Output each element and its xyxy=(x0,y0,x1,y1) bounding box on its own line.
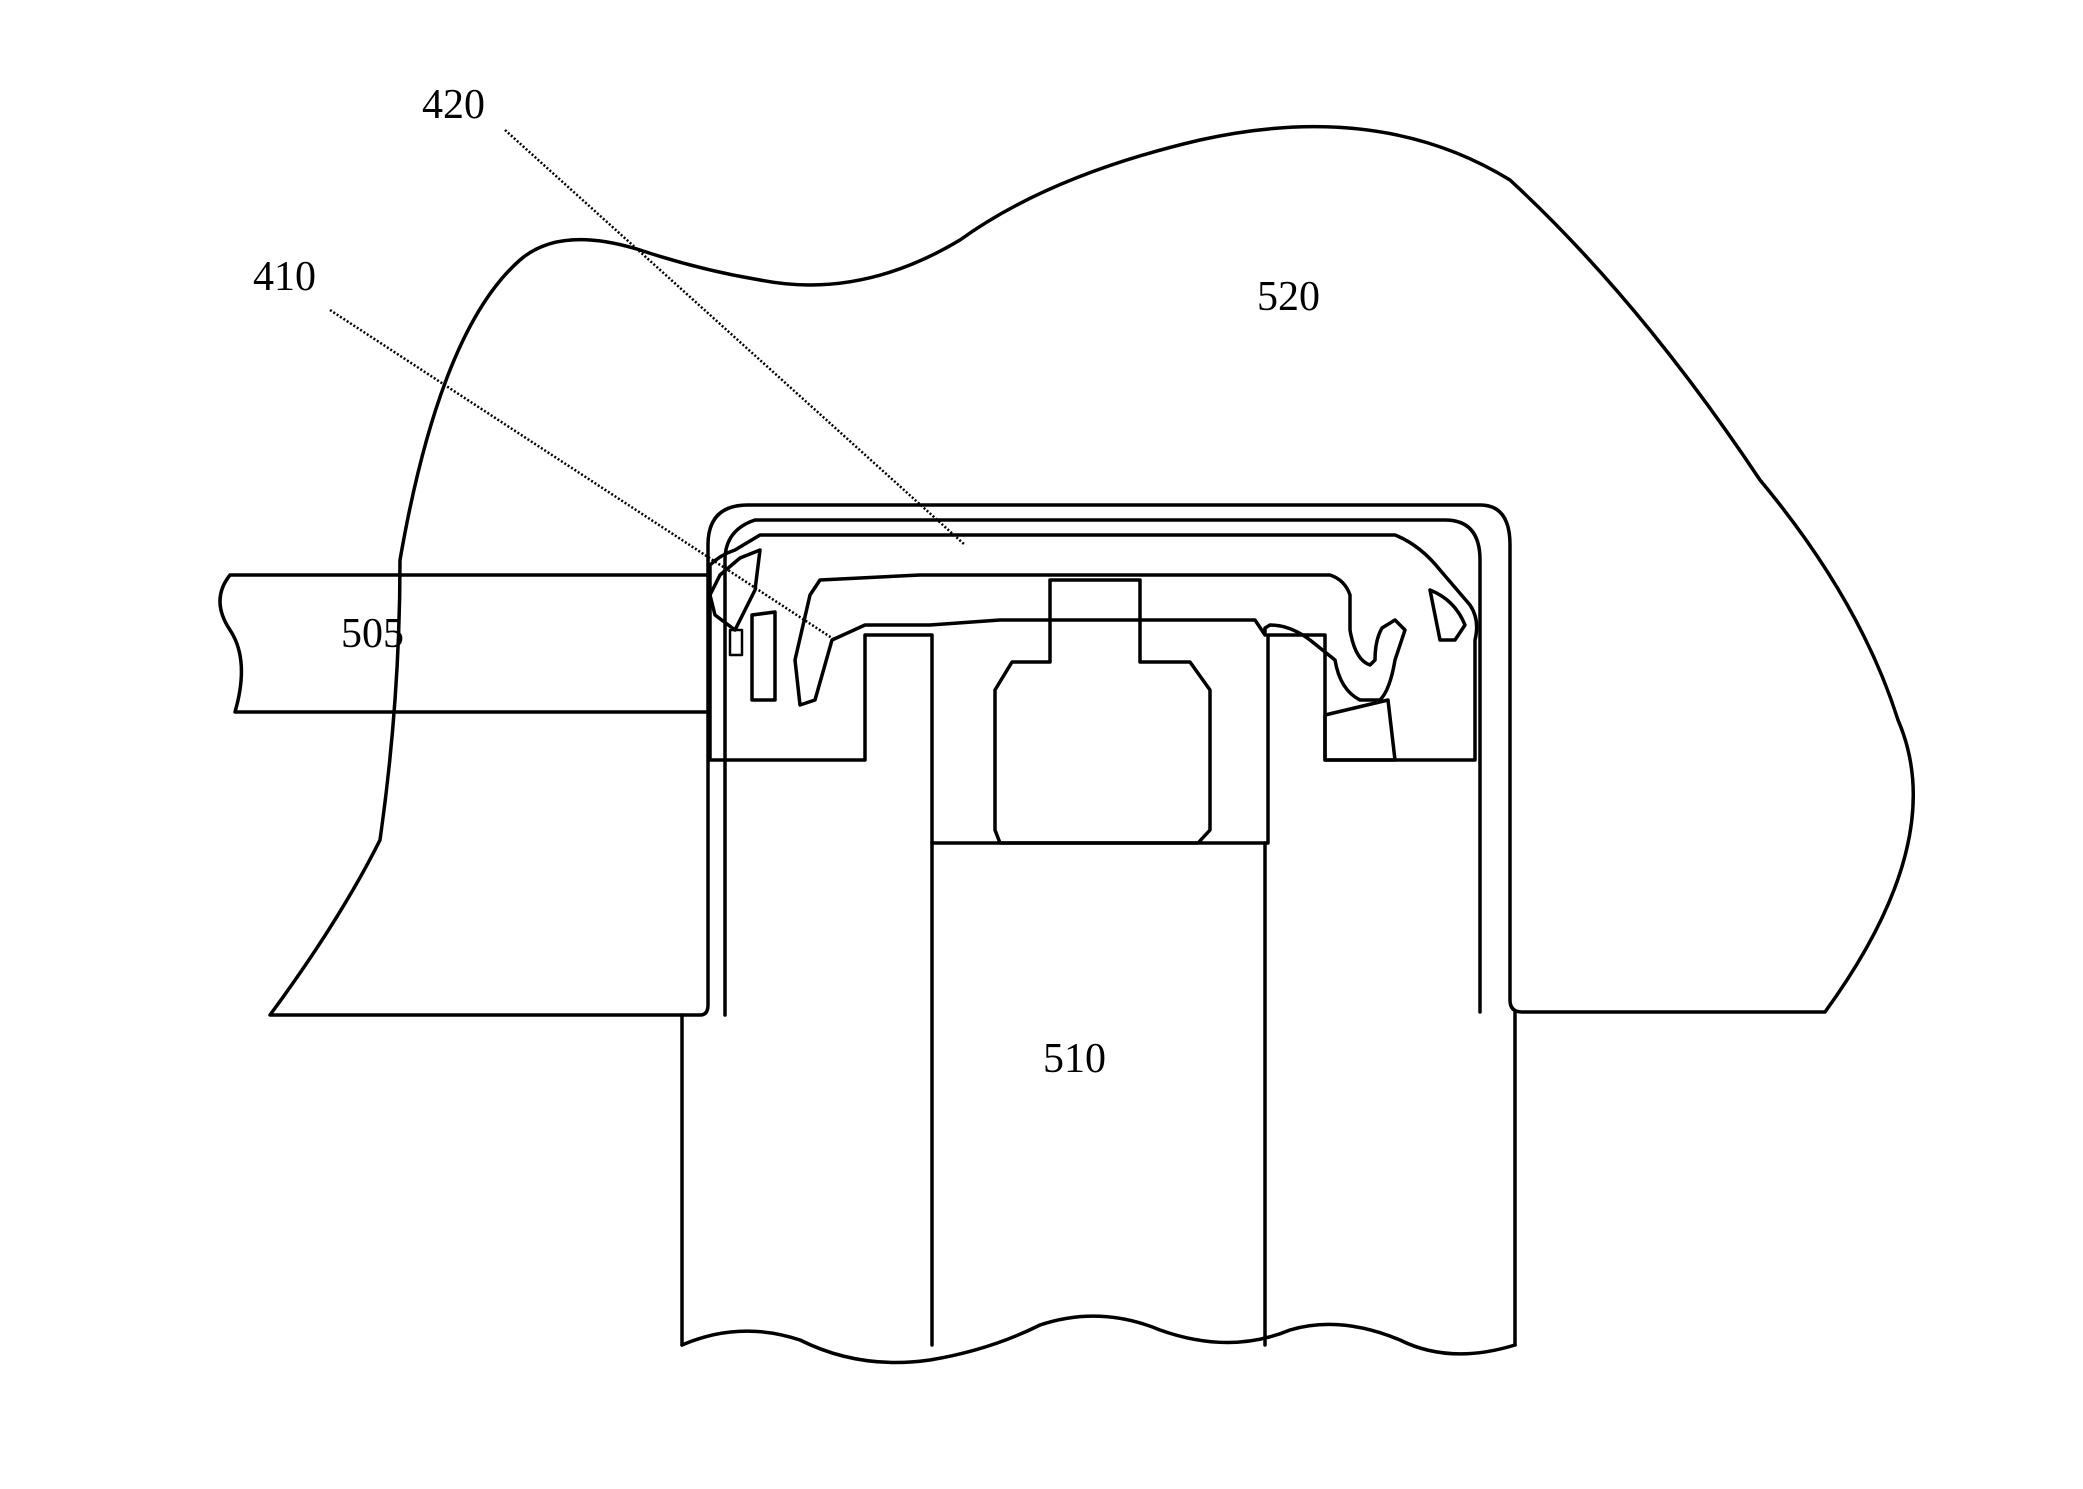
sleeve-inner-outline xyxy=(725,520,1480,1015)
top-slot xyxy=(795,575,1405,705)
shaft-510-wavy-bottom xyxy=(682,1316,1515,1362)
label-510: 510 xyxy=(1043,1036,1106,1082)
right-block xyxy=(1325,700,1395,760)
label-410: 410 xyxy=(253,254,316,300)
left-tab xyxy=(752,612,775,700)
label-420: 420 xyxy=(422,82,485,128)
small-pin xyxy=(730,630,742,655)
right-hook xyxy=(1430,590,1465,640)
label-505: 505 xyxy=(341,611,404,657)
leader-420 xyxy=(505,130,965,545)
bar-505 xyxy=(220,575,708,712)
housing-520-outline xyxy=(270,127,1913,1015)
label-520: 520 xyxy=(1257,274,1320,320)
leader-410 xyxy=(330,310,835,640)
shaft-510-inner-lines xyxy=(932,843,1265,1345)
